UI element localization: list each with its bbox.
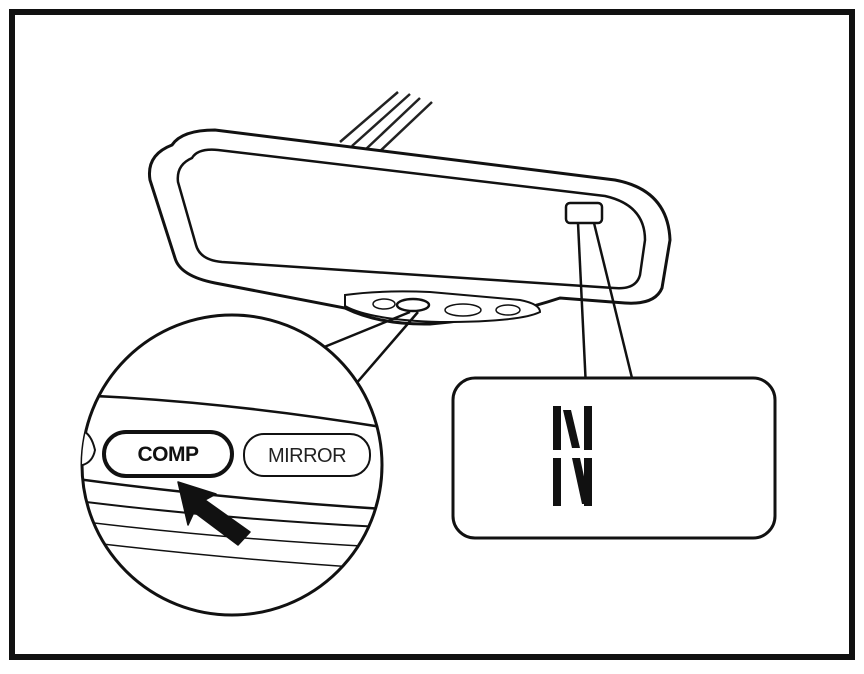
mirror-small-comp-button bbox=[395, 297, 431, 313]
compass-heading-value: N bbox=[0, 0, 1, 1]
comp-button-label: COMP bbox=[138, 443, 199, 466]
magnifier-callout-lines bbox=[311, 310, 419, 394]
mirror-mount-stem bbox=[339, 91, 433, 155]
mirror-button-label: MIRROR bbox=[268, 445, 346, 467]
compass-display-callout bbox=[451, 376, 777, 540]
mirror-small-mirror-button bbox=[444, 303, 482, 317]
display-callout-lines bbox=[576, 222, 634, 389]
mirror-small-button-right bbox=[495, 304, 521, 316]
press-arrow-icon bbox=[177, 481, 251, 546]
mirror-small-button-left bbox=[372, 298, 396, 310]
mirror-glass bbox=[176, 148, 647, 290]
compass-display-window bbox=[564, 201, 604, 225]
mirror-button bbox=[243, 433, 371, 477]
compass-heading-n bbox=[553, 406, 592, 506]
comp-button bbox=[102, 430, 234, 478]
